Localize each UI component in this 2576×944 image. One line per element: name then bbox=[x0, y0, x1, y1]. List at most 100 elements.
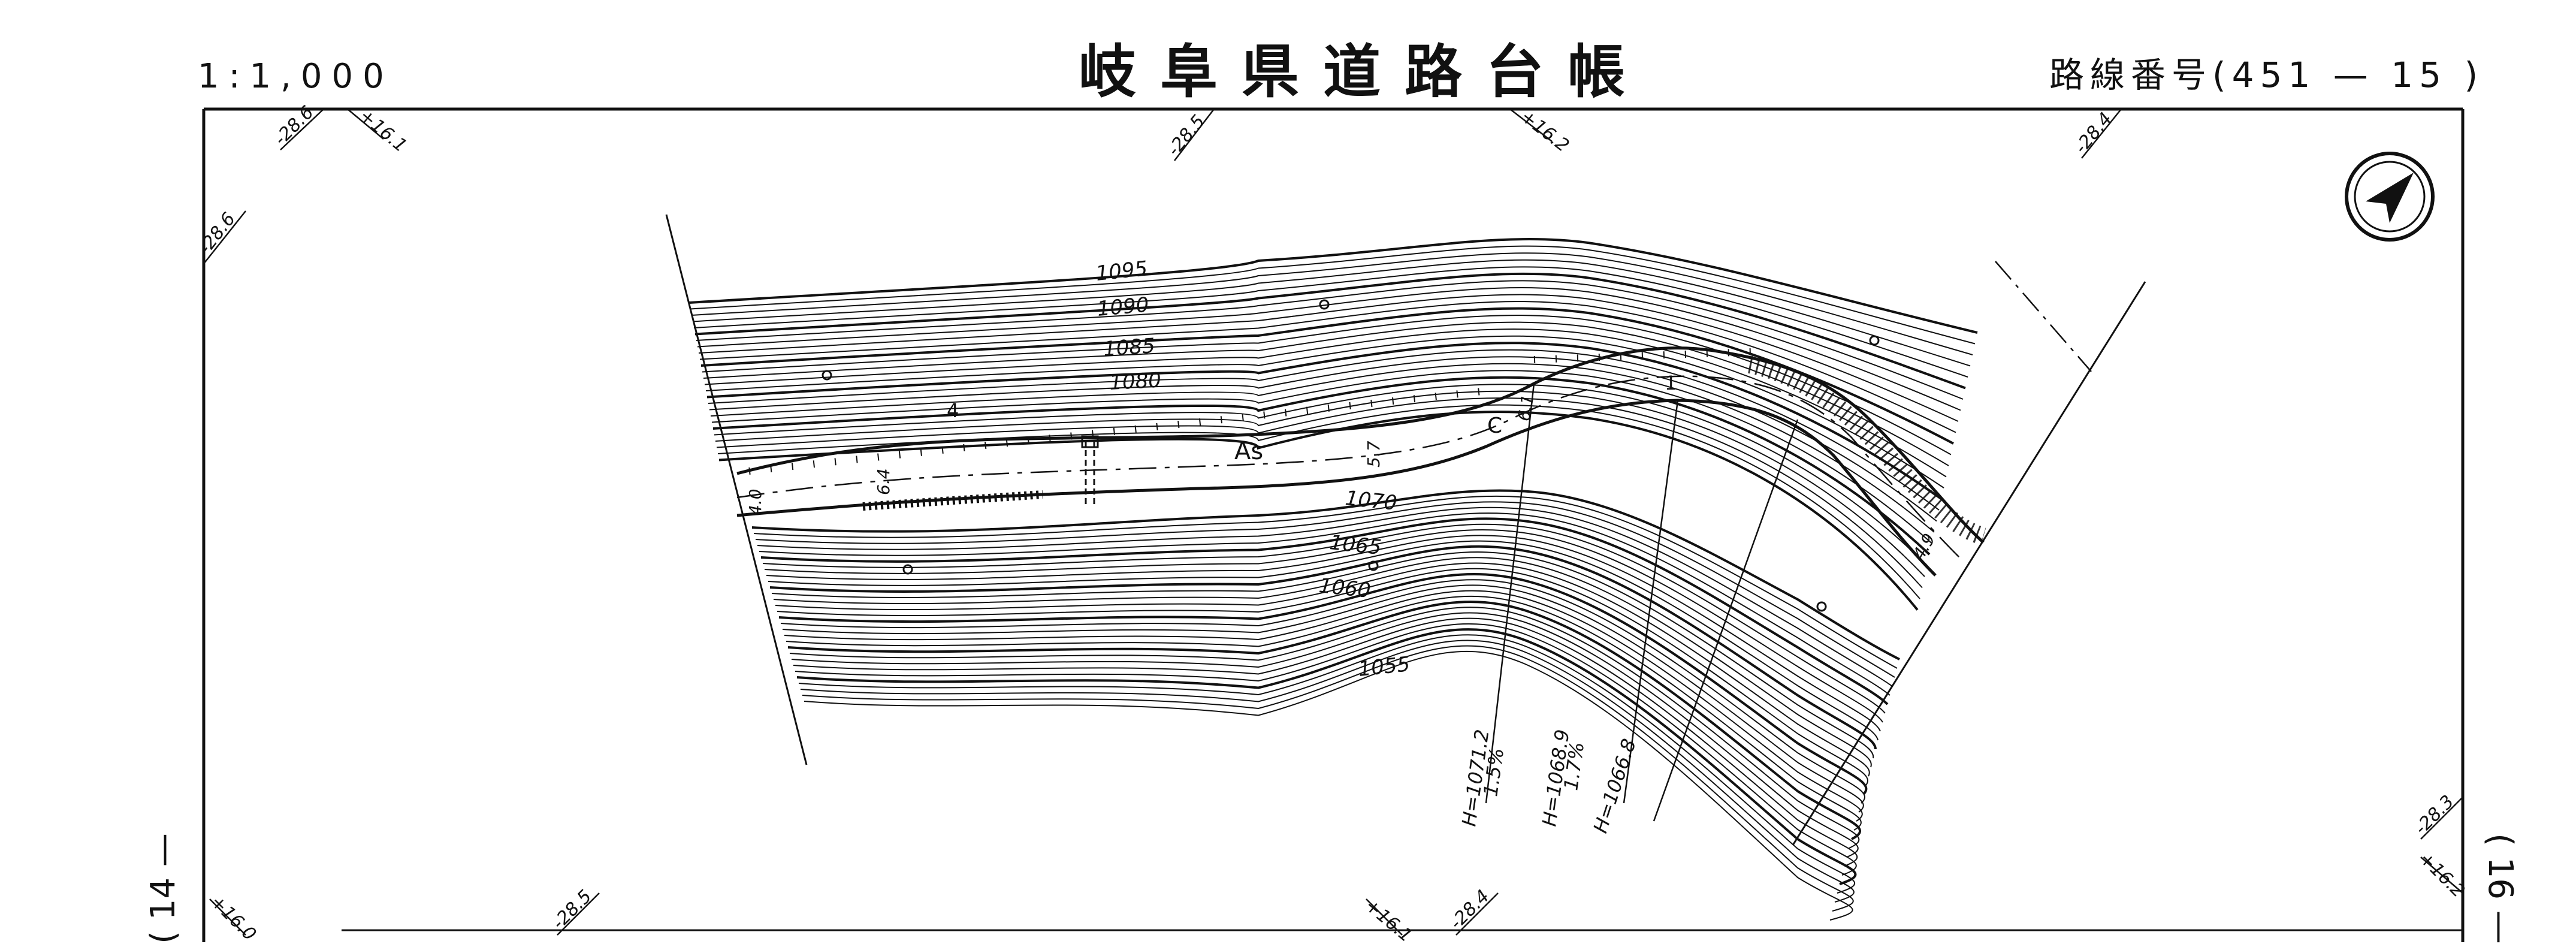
contour-label-1090: 1090 bbox=[1096, 293, 1150, 321]
profile-1: H=1071.2 1.5% bbox=[1457, 728, 1508, 828]
map-title: 岐阜県道路台帳 bbox=[1079, 38, 1649, 105]
contour-line bbox=[789, 607, 1860, 849]
contour-line bbox=[702, 315, 1952, 456]
contour-line bbox=[709, 356, 1937, 522]
grid-mark-6: -28.6 bbox=[195, 209, 240, 258]
contour-line bbox=[771, 551, 1874, 759]
road-marker-1: 1 bbox=[1665, 372, 1677, 394]
road-width-5-7: 5.7 bbox=[1364, 441, 1384, 468]
road-width-4-9: 4.9 bbox=[1908, 530, 1939, 563]
contour-line bbox=[798, 634, 1856, 894]
contour-line bbox=[793, 617, 1858, 867]
contour-line bbox=[718, 411, 1919, 611]
contour-line bbox=[712, 376, 1931, 556]
grid-marks bbox=[203, 108, 2463, 936]
slope-ticks bbox=[748, 348, 1768, 475]
profile-height-3: H=1066.8 bbox=[1589, 736, 1640, 836]
route-number: 路線番号(451 — 15 ) bbox=[2049, 55, 2484, 95]
contour-line bbox=[715, 390, 1925, 577]
contour-label-1065: 1065 bbox=[1328, 530, 1382, 560]
boundary-left bbox=[665, 214, 808, 765]
contour-label-1095: 1095 bbox=[1095, 257, 1149, 286]
contour-line bbox=[699, 301, 1956, 433]
contour-line bbox=[693, 266, 1968, 378]
contour-line bbox=[764, 529, 1883, 723]
grid-mark-3: -28.5 bbox=[1163, 111, 1209, 160]
contour-line bbox=[714, 384, 1928, 566]
contour-label-1060: 1060 bbox=[1318, 574, 1372, 603]
contour-line bbox=[692, 259, 1971, 367]
grid-mark-11: -28.3 bbox=[2411, 791, 2459, 839]
road-width-6-1: 6.1 bbox=[1514, 393, 1538, 423]
contour-line bbox=[705, 335, 1944, 488]
contour-line bbox=[697, 286, 1961, 411]
contour-label-1070: 1070 bbox=[1344, 486, 1398, 515]
contour-line bbox=[757, 506, 1893, 687]
road-centerline bbox=[736, 375, 1960, 558]
contour-line bbox=[704, 328, 1947, 478]
grid-mark-8: -28.5 bbox=[548, 886, 596, 934]
contour-line bbox=[710, 363, 1935, 533]
contour-line bbox=[760, 517, 1889, 705]
contour-line bbox=[690, 245, 1976, 345]
contour-line bbox=[703, 321, 1949, 466]
contour-line bbox=[766, 535, 1881, 732]
contour-line bbox=[694, 272, 1966, 390]
profile-3: H=1066.8 bbox=[1589, 736, 1640, 836]
contour-line bbox=[696, 280, 1964, 400]
contour-line bbox=[791, 612, 1859, 858]
boundary-right-inner bbox=[1995, 261, 2092, 372]
contour-line bbox=[711, 370, 1932, 544]
grid-mark-4: +16.2 bbox=[1517, 106, 1573, 156]
contour-line bbox=[769, 545, 1877, 750]
contour-line bbox=[786, 595, 1862, 831]
contour-line bbox=[716, 397, 1923, 589]
contour-line bbox=[800, 640, 1855, 903]
contour-line bbox=[762, 523, 1886, 714]
contour-line bbox=[698, 294, 1959, 422]
contour-line bbox=[700, 307, 1954, 445]
contour-line bbox=[753, 495, 1898, 669]
contour-line bbox=[688, 237, 1978, 334]
contour-label-1055: 1055 bbox=[1357, 652, 1411, 681]
contour-line bbox=[784, 590, 1863, 822]
north-arrow-icon bbox=[2345, 152, 2435, 242]
contour-line bbox=[708, 349, 1940, 511]
contour-line bbox=[717, 404, 1920, 599]
contour-line bbox=[778, 573, 1868, 795]
road-marker-4: 4 bbox=[947, 399, 959, 422]
ditch-hatching bbox=[862, 490, 1043, 511]
contour-line bbox=[804, 650, 1853, 921]
culvert-box bbox=[1081, 435, 1099, 448]
contour-line bbox=[795, 623, 1857, 876]
contour-line bbox=[755, 501, 1895, 678]
contour-label-1080: 1080 bbox=[1109, 369, 1162, 395]
contour-line bbox=[782, 584, 1864, 813]
grid-mark-12: +16.2 bbox=[2415, 848, 2469, 902]
contour-line bbox=[706, 342, 1943, 500]
contour-line bbox=[773, 557, 1872, 768]
contour-line bbox=[796, 628, 1857, 885]
contour-line bbox=[775, 562, 1870, 777]
road-width-4-0: 4.0 bbox=[745, 488, 765, 515]
contour-line bbox=[759, 512, 1891, 696]
profile-leaders bbox=[1485, 383, 1799, 822]
road-edge-upper bbox=[736, 346, 1985, 544]
road-surface-label: As bbox=[1234, 438, 1263, 465]
contour-line bbox=[780, 579, 1865, 804]
contour-line bbox=[787, 601, 1861, 840]
profile-2: H=1068.9 1.7% bbox=[1538, 728, 1589, 828]
contour-line bbox=[691, 252, 1973, 355]
road-edge-lower bbox=[736, 399, 1937, 577]
road bbox=[736, 346, 1986, 577]
grid-mark-5: -28.4 bbox=[2070, 108, 2116, 158]
map-scale: 1:1,000 bbox=[198, 57, 394, 96]
contour-line bbox=[751, 489, 1900, 661]
grid-mark-2: +16.1 bbox=[355, 105, 411, 156]
grid-mark-9: +16.1 bbox=[1361, 895, 1417, 942]
road-width-6-4: 6.4 bbox=[874, 468, 893, 495]
contour-line bbox=[777, 568, 1868, 786]
contour-lines-upper bbox=[688, 237, 1978, 611]
grid-mark-7: +16.0 bbox=[206, 891, 260, 942]
